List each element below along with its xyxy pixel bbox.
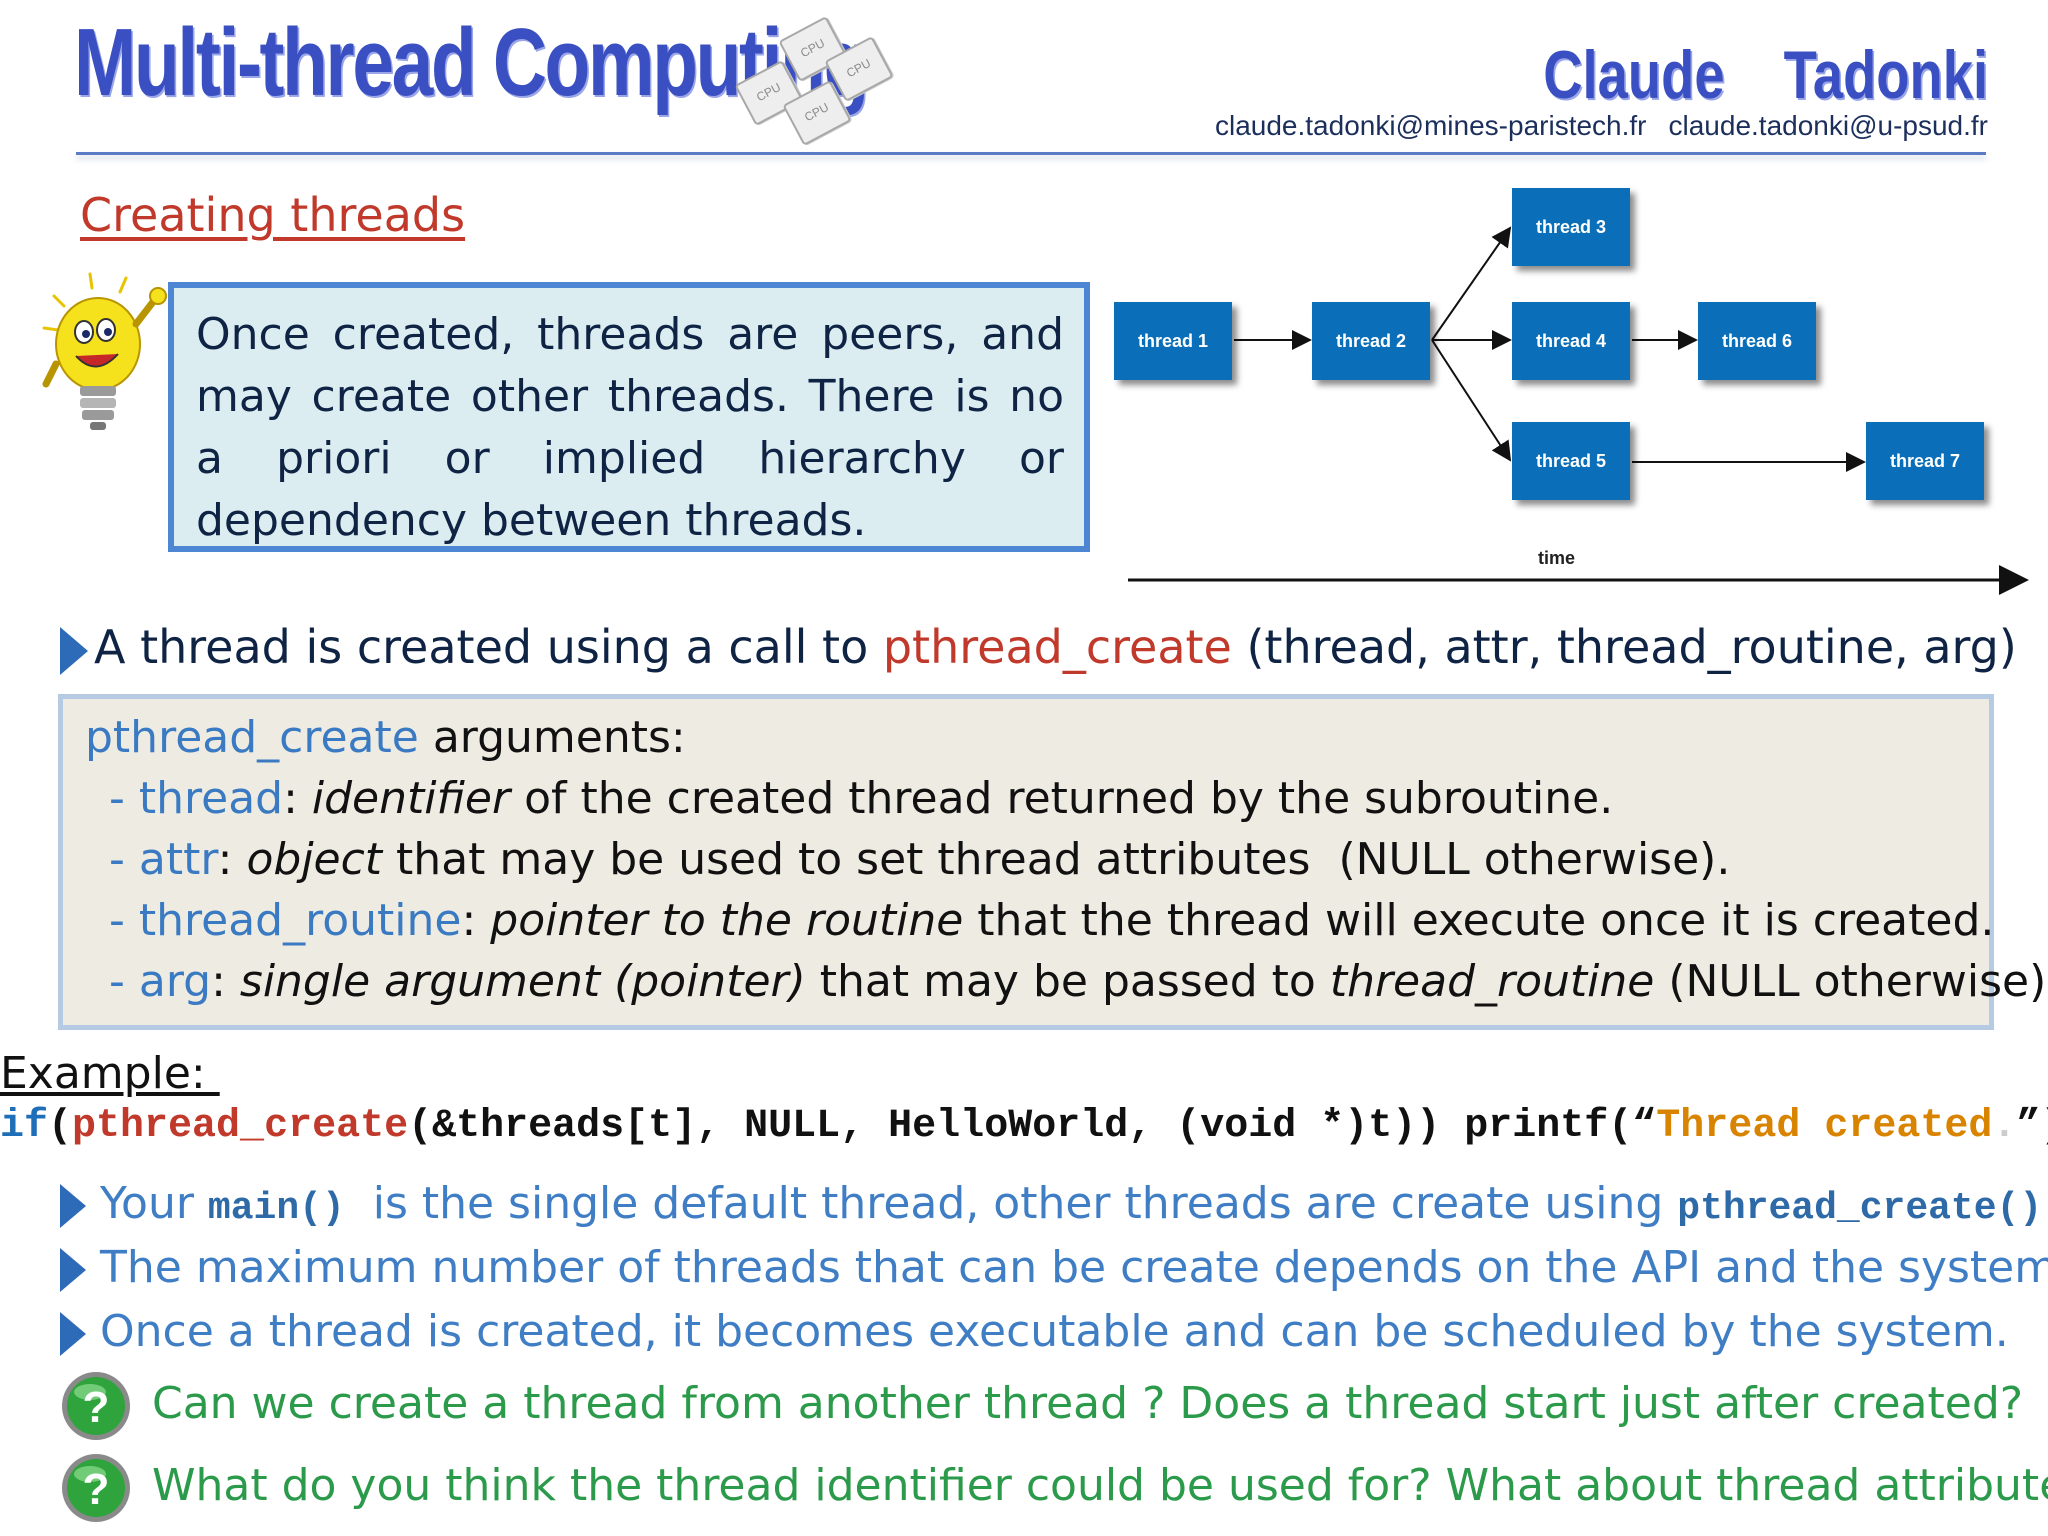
svg-text:?: ? xyxy=(83,1383,110,1432)
question-2: ? What do you think the thread identifie… xyxy=(58,1450,2048,1526)
svg-text:?: ? xyxy=(83,1465,110,1514)
thread-box-1: thread 1 xyxy=(1114,302,1232,380)
arg-attr: - attr: object that may be used to set t… xyxy=(109,834,1731,885)
bullet-triangle-icon xyxy=(60,1312,86,1356)
time-axis-label: time xyxy=(1538,548,1576,568)
thread-box-6: thread 6 xyxy=(1698,302,1816,380)
question-1: ? Can we create a thread from another th… xyxy=(58,1368,2023,1444)
arg-thread: - thread: identifier of the created thre… xyxy=(109,773,1614,824)
bullet-main-thread: Your main() is the single default thread… xyxy=(60,1178,2042,1230)
email-mines: claude.tadonki@mines-paristech.fr xyxy=(1214,110,1647,141)
bullet-executable: Once a thread is created, it becomes exe… xyxy=(60,1306,2009,1357)
section-title: Creating threads xyxy=(80,188,466,242)
author-emails: claude.tadonki@mines-paristech.fr claude.… xyxy=(1215,110,1988,142)
thread-diagram: thread 1 thread 2 thread 3 thread 4 thre… xyxy=(1110,180,2046,600)
example-code: if(pthread_create(&threads[t], NULL, Hel… xyxy=(0,1104,2048,1149)
header-divider xyxy=(76,152,1986,155)
thread-box-2: thread 2 xyxy=(1312,302,1430,380)
arguments-title: pthread_create arguments: xyxy=(85,712,686,763)
thread-box-4: thread 4 xyxy=(1512,302,1630,380)
example-label: Example: xyxy=(0,1048,220,1099)
slide-title: Multi-thread Computing xyxy=(74,9,869,116)
thread-box-5: thread 5 xyxy=(1512,422,1630,500)
arg-arg: - arg: single argument (pointer) that ma… xyxy=(109,956,2048,1007)
bullet-triangle-icon xyxy=(60,1248,86,1292)
cpu-chips-icon: CPU CPU CPU CPU xyxy=(734,16,894,146)
question-mark-icon: ? xyxy=(62,1372,130,1440)
diagram-arrows xyxy=(1128,226,2029,595)
bullet-pthread-create: A thread is created using a call to pthr… xyxy=(60,620,2017,675)
question-mark-icon: ? xyxy=(62,1454,130,1522)
bullet-triangle-icon xyxy=(60,1184,86,1228)
author-name: Claude Tadonki xyxy=(1543,37,1988,113)
bullet-triangle-icon xyxy=(60,626,88,675)
thread-box-7: thread 7 xyxy=(1866,422,1984,500)
lightbulb-icon xyxy=(42,272,167,430)
arguments-box: pthread_create arguments: - thread: iden… xyxy=(58,694,2048,1030)
email-upsud: claude.tadonki@u-psud.fr xyxy=(1668,110,1989,141)
bullet-max-threads: The maximum number of threads that can b… xyxy=(60,1242,2048,1293)
note-box: Once created, threads are peers, and may… xyxy=(168,282,1090,552)
thread-box-3: thread 3 xyxy=(1512,188,1630,266)
arg-thread-routine: - thread_routine: pointer to the routine… xyxy=(109,895,1995,946)
